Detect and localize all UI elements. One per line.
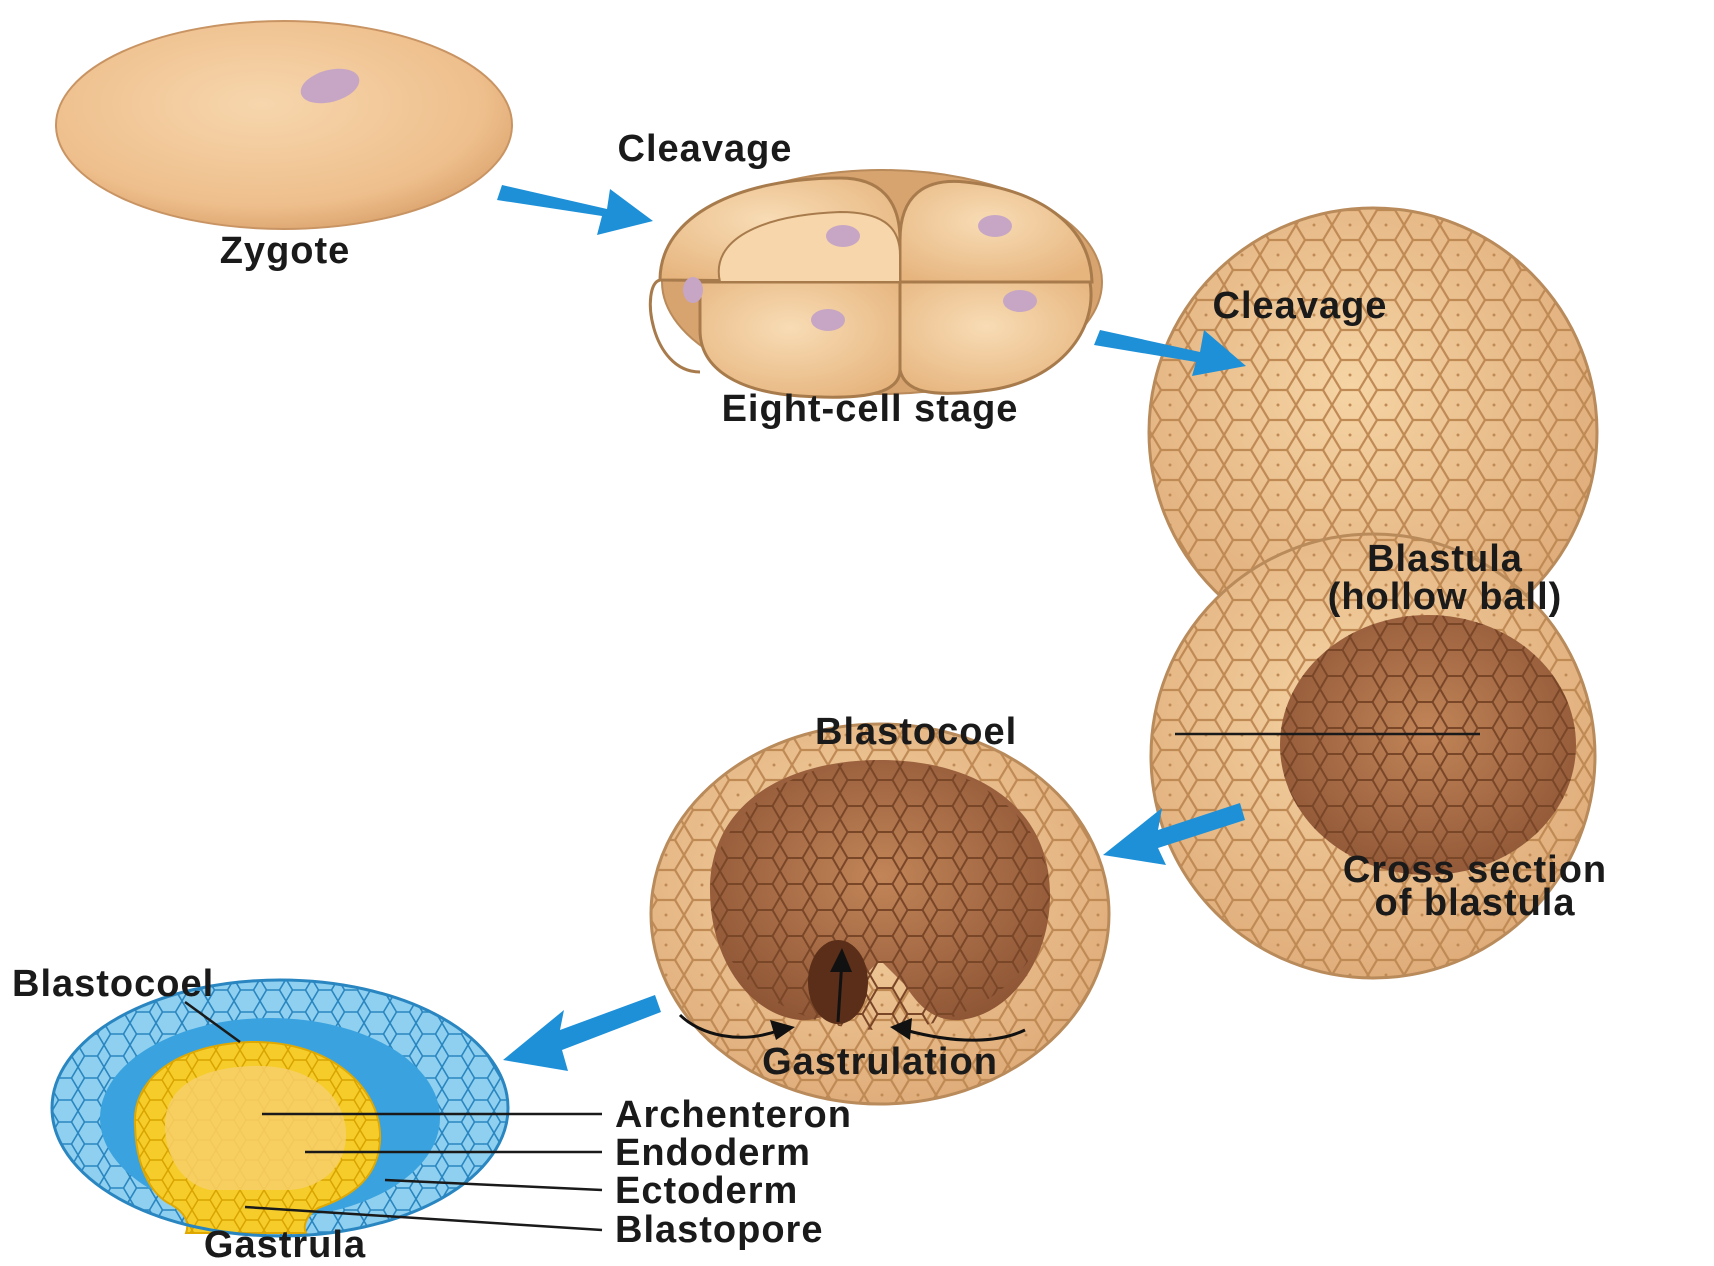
blastula-label: Blastula xyxy=(1255,540,1635,578)
eight-cell-embryo xyxy=(650,170,1102,397)
ectoderm-label: Ectoderm xyxy=(615,1172,798,1210)
blastula-sublabel: (hollow ball) xyxy=(1255,578,1635,616)
gastrula-embryo xyxy=(50,975,510,1240)
blastopore-label: Blastopore xyxy=(615,1211,823,1249)
zygote-label: Zygote xyxy=(170,232,400,270)
cleavage-label-2: Cleavage xyxy=(1150,287,1450,325)
blastocoel-label-2: Blastocoel xyxy=(12,965,214,1003)
arrow-zygote-to-eight-cell xyxy=(497,185,653,235)
endoderm-label: Endoderm xyxy=(615,1134,811,1172)
gastrulation-label: Gastrulation xyxy=(660,1043,1100,1081)
zygote-cell xyxy=(56,21,512,229)
archenteron-label: Archenteron xyxy=(615,1096,852,1134)
cross-section-sublabel: of blastula xyxy=(1240,884,1710,922)
arrow-gastrulation-to-gastrula xyxy=(503,995,661,1071)
blastocoel-label-1: Blastocoel xyxy=(815,713,1017,751)
gastrula-label: Gastrula xyxy=(120,1226,450,1264)
cleavage-label-1: Cleavage xyxy=(555,130,855,168)
eight-cell-stage-label: Eight-cell stage xyxy=(620,390,1120,428)
